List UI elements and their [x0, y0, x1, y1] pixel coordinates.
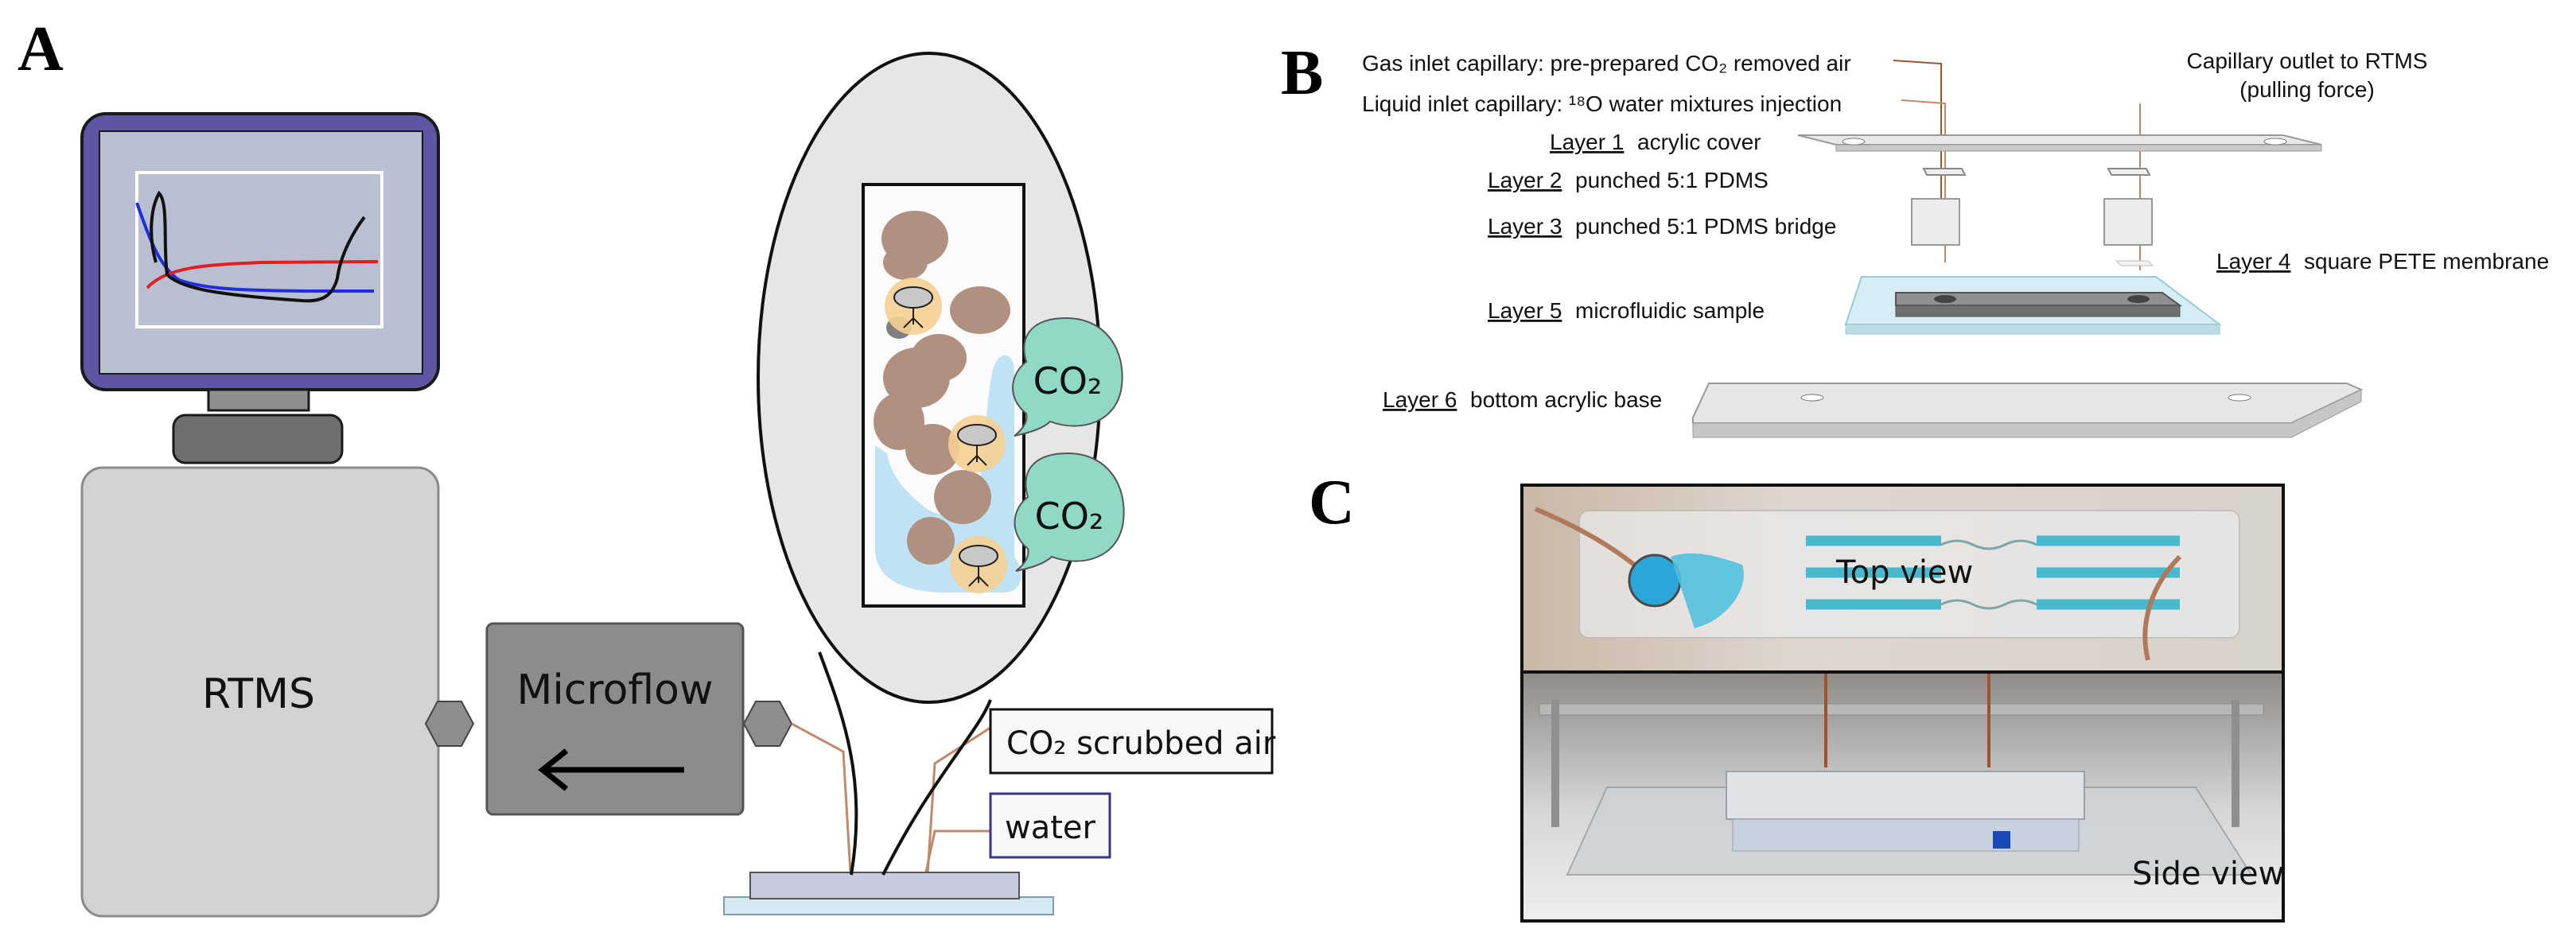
microbe-1: [885, 278, 942, 335]
monitor-stand: [172, 414, 344, 464]
water-label: water: [1005, 810, 1096, 846]
co2-scrubbed-air-box: [989, 708, 1274, 775]
layer-2-desc: punched 5:1 PDMS: [1575, 168, 1769, 192]
layer-4-desc: square PETE membrane: [2304, 249, 2549, 274]
microbe-2: [948, 415, 1006, 472]
monitor: [80, 112, 440, 464]
layer-2-name: Layer 2: [1488, 168, 1562, 192]
rtms-box: [80, 466, 440, 918]
layer-4-label: Layer 4 square PETE membrane: [2216, 249, 2549, 274]
monitor-neck: [207, 388, 310, 412]
microbe-3: [950, 536, 1007, 593]
plot-frame: [135, 171, 383, 328]
co2-label-2: CO₂: [1035, 495, 1104, 538]
layer-2-right-shape: [2107, 168, 2151, 176]
layer-1-label: Layer 1 acrylic cover: [1550, 130, 1761, 154]
layer-2-label: Layer 2 punched 5:1 PDMS: [1488, 168, 1769, 192]
layer-6-shape: [1692, 383, 2364, 424]
layer-5-desc: microfluidic sample: [1575, 298, 1765, 323]
co2-scrubbed-air-label: CO₂ scrubbed air: [1006, 725, 1276, 762]
layer-3-label: Layer 3 punched 5:1 PDMS bridge: [1488, 214, 1836, 239]
air-tubing: [925, 726, 991, 888]
monitor-screen: [99, 130, 423, 375]
microflow-box: [485, 622, 745, 816]
top-view-label: Top view: [1835, 554, 1973, 591]
co2-bubble-2: CO₂: [1014, 452, 1125, 572]
outlet-tubing: [791, 722, 853, 888]
microflow-label: Microflow: [516, 666, 713, 714]
capillary-outlet-label-line1: Capillary outlet to RTMS: [2187, 49, 2428, 73]
panel-label-a: A: [18, 14, 64, 84]
flow-arrow-icon: [538, 748, 684, 791]
left-connector-icon: [424, 701, 475, 747]
co2-label-1: CO₂: [1033, 359, 1103, 402]
gas-inlet-label: Gas inlet capillary: pre-prepared CO₂ re…: [1362, 51, 1851, 76]
photo-frame: [1520, 484, 2285, 923]
layer-6-label: Layer 6 bottom acrylic base: [1383, 387, 1662, 412]
red-curve: [146, 260, 379, 289]
layer-1-shape: [1797, 134, 2322, 146]
panel-label-c: C: [1309, 468, 1355, 538]
layer-4-name: Layer 4: [2216, 249, 2290, 274]
layer-3-desc: punched 5:1 PDMS bridge: [1575, 214, 1836, 239]
right-connector-icon: [742, 701, 793, 747]
zoom-line-left: [818, 651, 858, 876]
chip-body: [749, 872, 1020, 899]
layer-3-name: Layer 3: [1488, 214, 1562, 239]
side-view-photo: Side view: [1522, 673, 2284, 921]
side-view-label: Side view: [2132, 856, 2284, 892]
layer-5-name: Layer 5: [1488, 298, 1562, 323]
top-view-photo: Top view: [1522, 485, 2283, 670]
rtms-label: RTMS: [202, 670, 315, 718]
water-tubing: [921, 829, 990, 888]
liquid-inlet-label: Liquid inlet capillary: ¹⁸O water mixtur…: [1362, 91, 1842, 116]
layer-1-name: Layer 1: [1550, 130, 1624, 154]
panel-label-b: B: [1281, 38, 1323, 108]
layer-4-shape: [2115, 260, 2154, 266]
layer-2-left-shape: [1922, 168, 1967, 176]
soil-particles: [874, 211, 1010, 565]
layer-6-desc: bottom acrylic base: [1470, 387, 1662, 412]
co2-bubble-1: CO₂: [1012, 317, 1123, 437]
layer-6-name: Layer 6: [1383, 387, 1457, 412]
water-box: [989, 792, 1111, 859]
layer-3-left-shape: [1911, 198, 1960, 246]
blue-curve: [135, 202, 374, 293]
layer-3-right-shape: [2103, 198, 2153, 246]
black-curve: [150, 190, 366, 303]
zoom-line-right: [881, 699, 992, 876]
capillary-outlet-label-line2: (pulling force): [2239, 77, 2375, 102]
chip-base: [723, 896, 1054, 915]
layer-1-desc: acrylic cover: [1637, 130, 1761, 154]
layer-5-label: Layer 5 microfluidic sample: [1488, 298, 1765, 323]
